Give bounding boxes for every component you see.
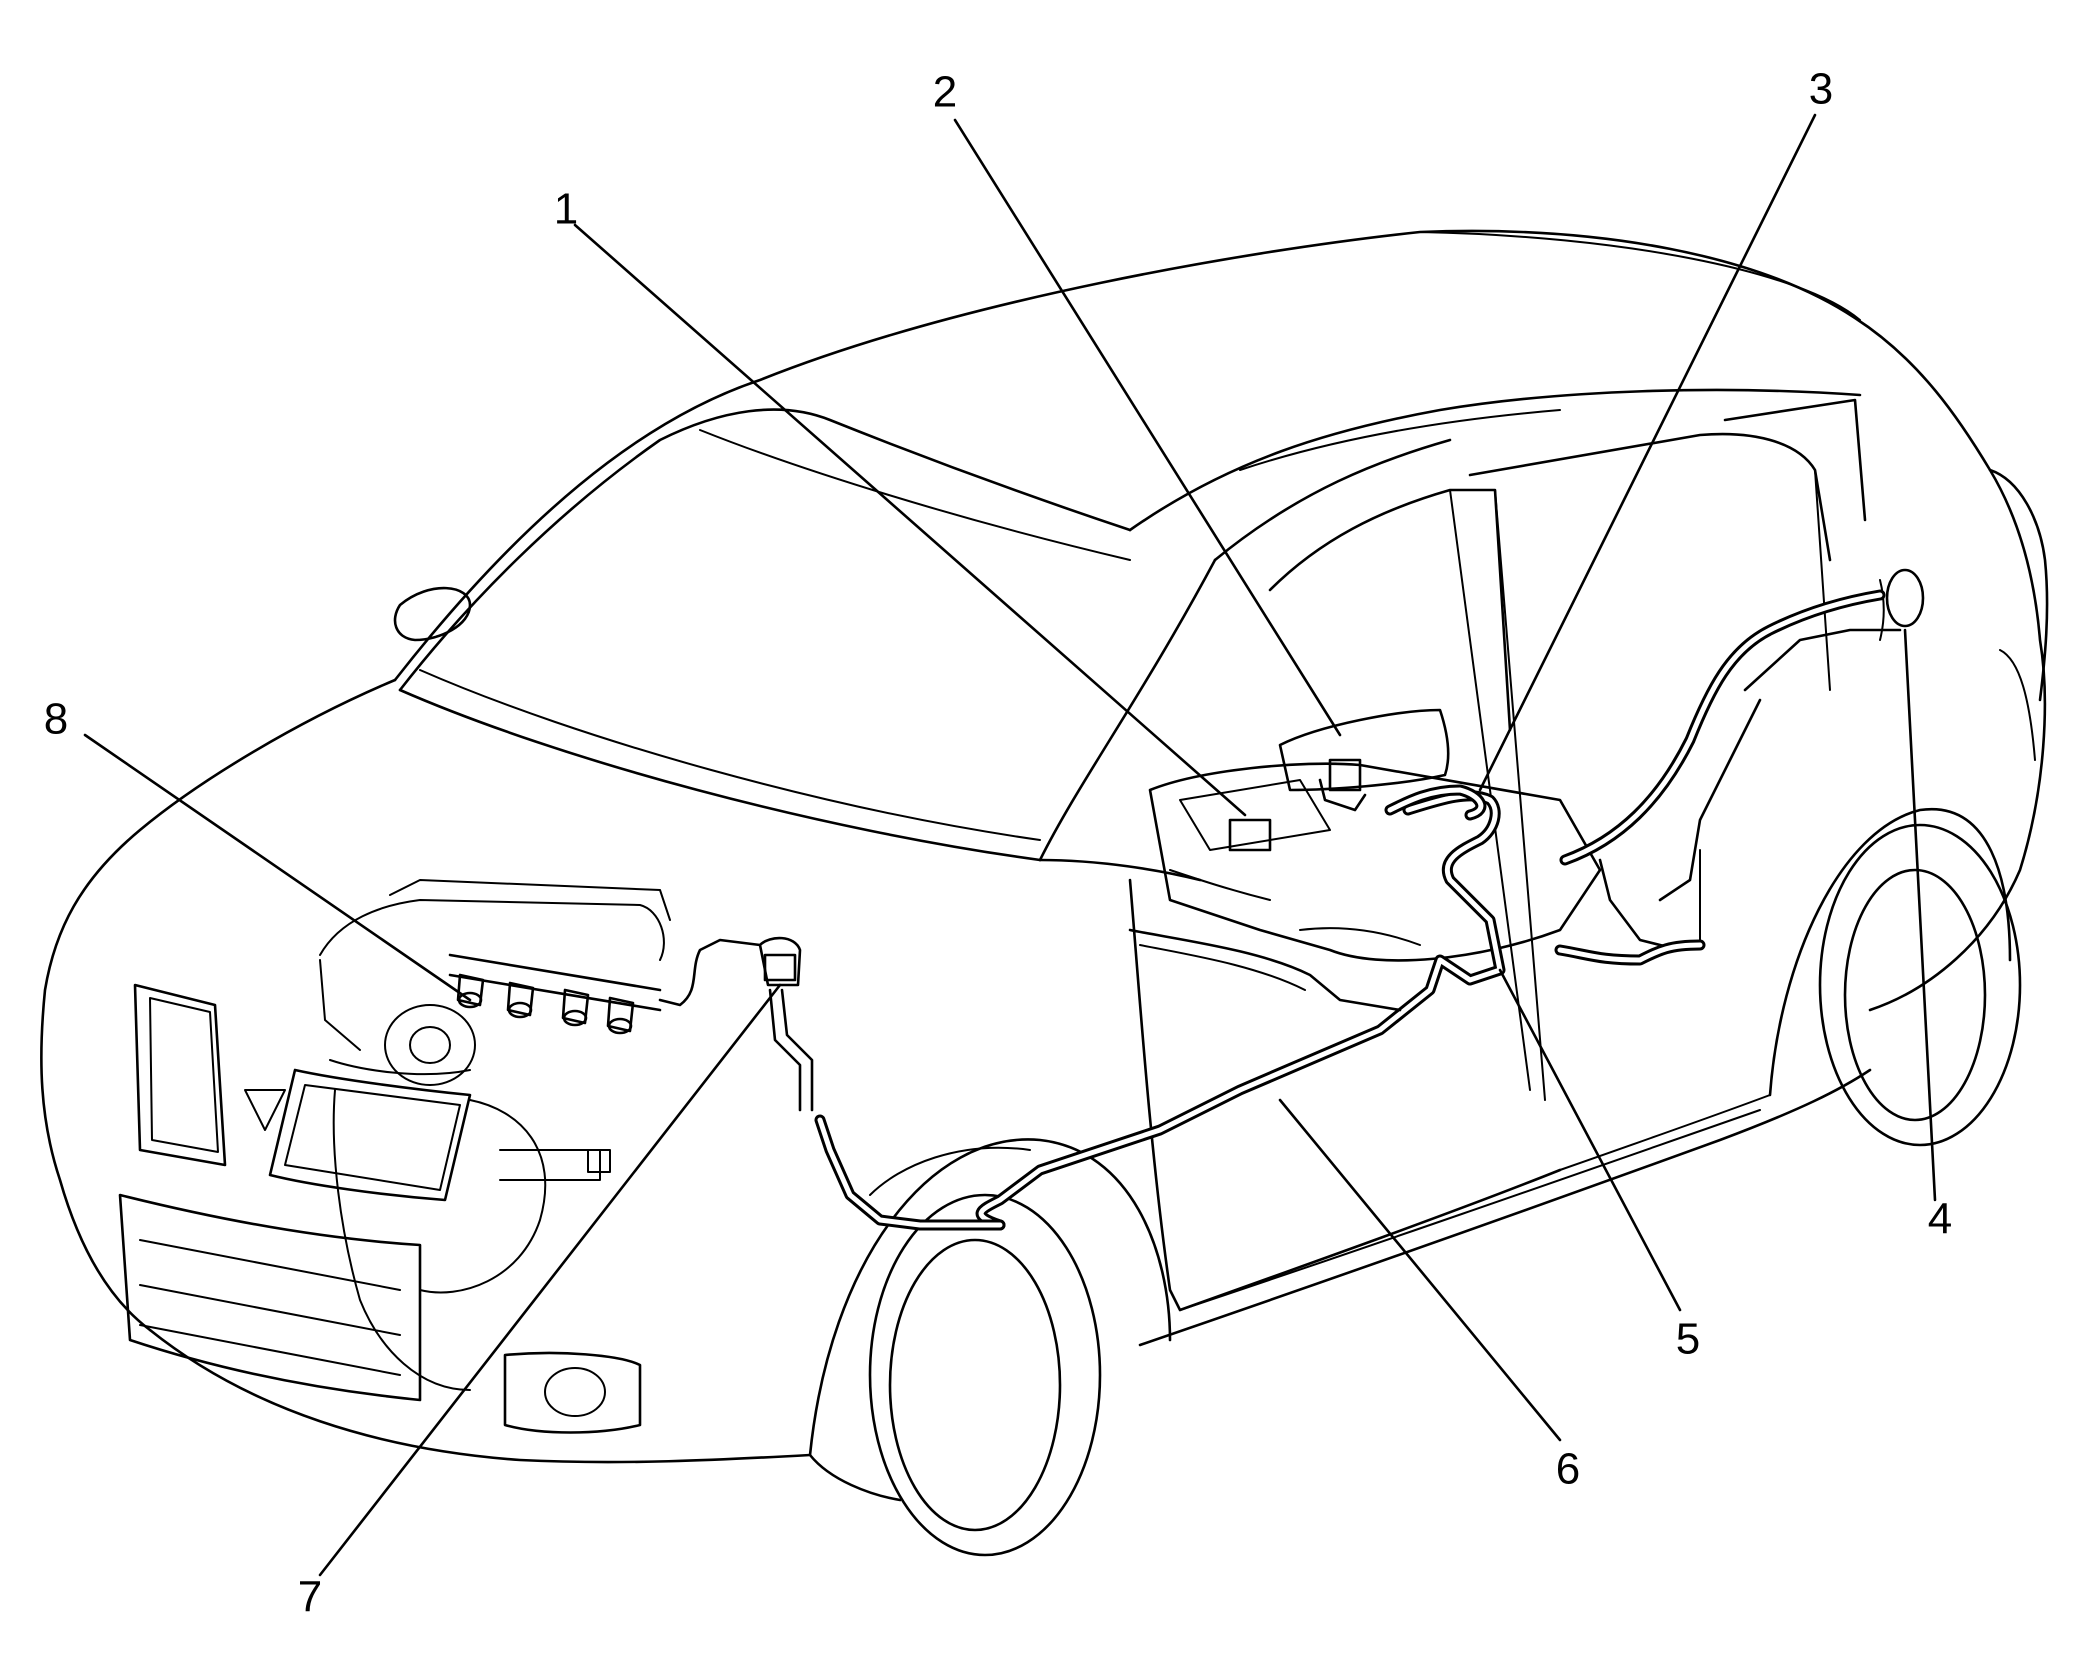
rear-wheel (1768, 807, 2022, 1147)
callout-1: 1 (554, 185, 578, 234)
leader-5 (1498, 968, 1682, 1312)
callout-8: 8 (44, 695, 68, 744)
callout-labels: 1 2 3 4 5 6 7 8 (44, 65, 1952, 1622)
car-body (40, 229, 2049, 1464)
leader-3 (1478, 113, 1817, 792)
front-fascia (118, 983, 642, 1434)
leader-4 (1903, 628, 1937, 1202)
leader-1 (573, 223, 1247, 817)
callout-3: 3 (1809, 65, 1833, 114)
leader-lines (83, 113, 1937, 1577)
front-wheel (808, 1138, 1172, 1557)
callout-2: 2 (933, 68, 957, 117)
evap-purge-valve (758, 936, 814, 1112)
leader-2 (953, 118, 1342, 737)
callout-7: 7 (298, 1573, 322, 1622)
engine (319, 879, 762, 1391)
fuel-lines (814, 784, 1706, 1231)
callout-4: 4 (1928, 1195, 1952, 1244)
leader-7 (318, 983, 782, 1577)
fuel-injectors (456, 973, 635, 1035)
callout-5: 5 (1676, 1315, 1700, 1364)
fuel-tank-assembly (1148, 589, 1902, 962)
callout-6: 6 (1556, 1445, 1580, 1494)
leader-8 (83, 733, 472, 1002)
leader-6 (1278, 1098, 1562, 1442)
